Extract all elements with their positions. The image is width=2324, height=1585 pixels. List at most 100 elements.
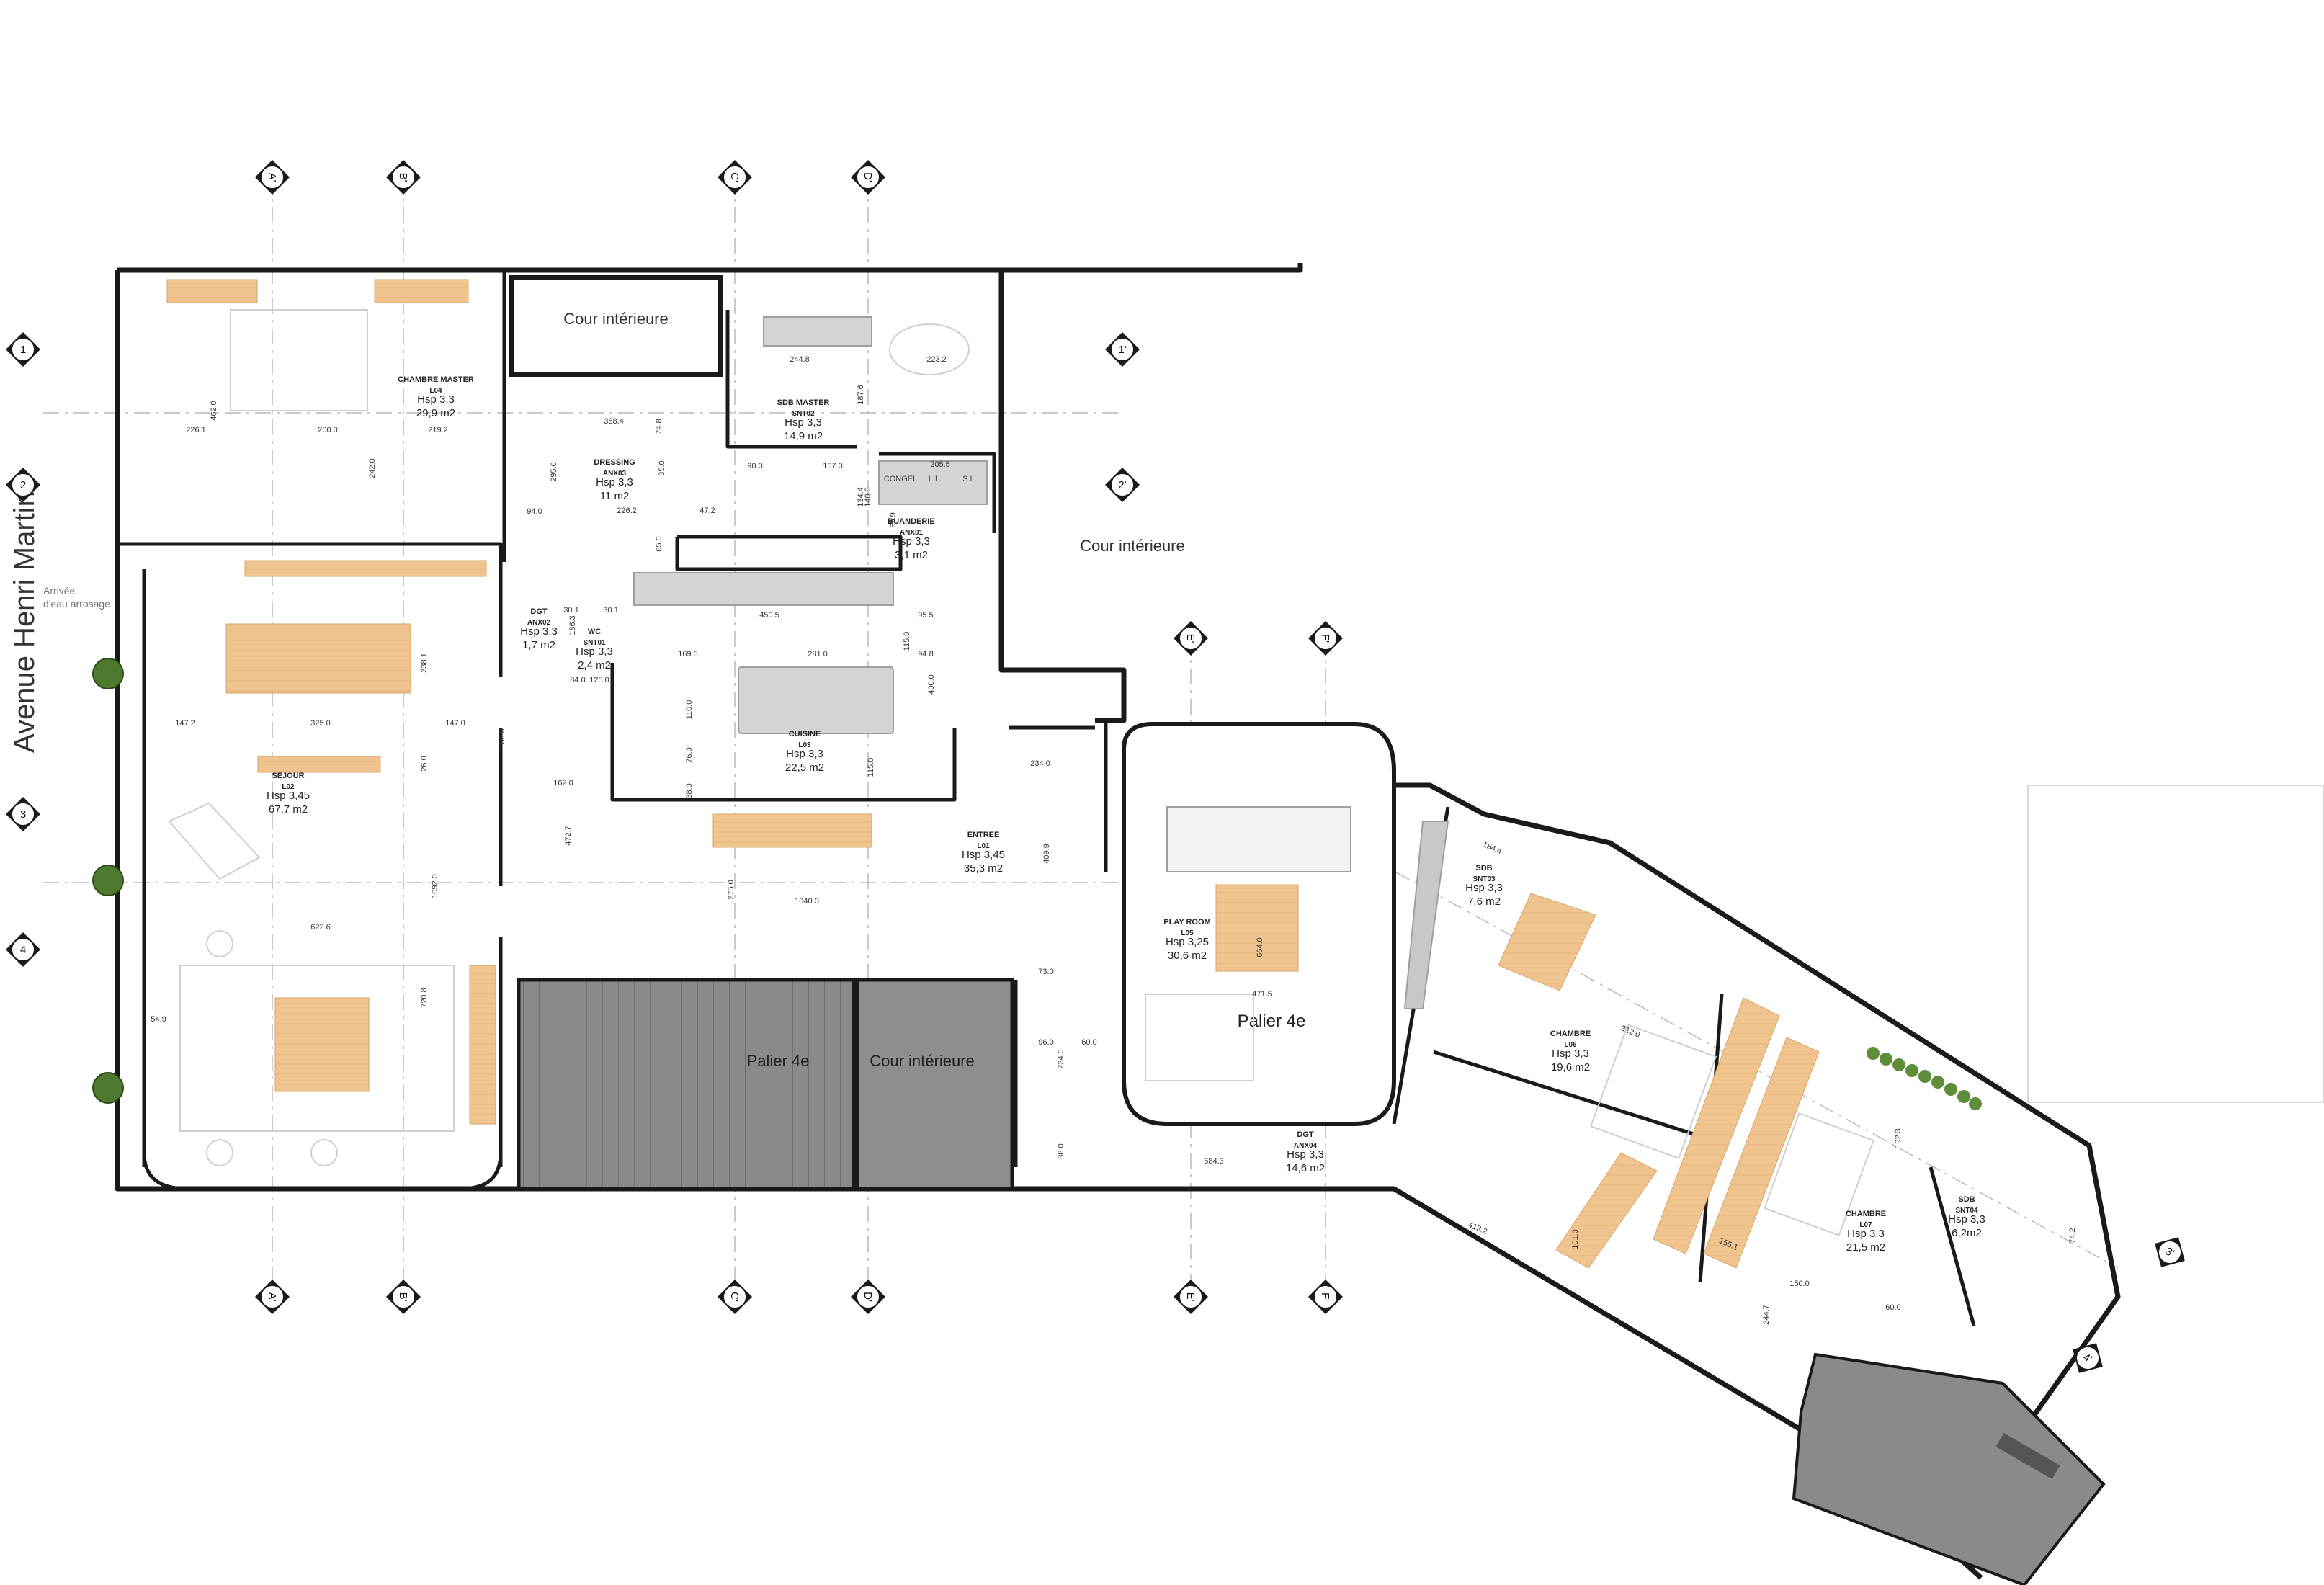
- dimension-label: 244.8: [790, 355, 810, 364]
- dimension-label: 74.8: [655, 419, 663, 434]
- room-name: CUISINE: [789, 730, 821, 738]
- axis-marker: D': [851, 160, 885, 195]
- dimension-label: 184.4: [1481, 840, 1503, 856]
- landing-center-label: Palier 4e: [1238, 1012, 1306, 1031]
- dimension-label: 74.2: [2068, 1228, 2077, 1243]
- neighbour-outline: [2027, 785, 2324, 1103]
- dimension-label: 35.0: [658, 460, 666, 476]
- dimension-label: 186.3: [568, 615, 577, 635]
- dimension-label: 157.0: [823, 462, 843, 470]
- axis-marker-label: 3: [20, 808, 26, 821]
- room-area: 22,5 m2: [785, 762, 824, 774]
- room-name: PLAY ROOM: [1163, 918, 1210, 927]
- room-height: Hsp 3,3: [893, 535, 930, 548]
- dimension-label: 30.1: [563, 606, 578, 615]
- room-code: SNT02: [792, 410, 815, 418]
- room-area: 11 m2: [600, 490, 630, 502]
- room-area: 19,6 m2: [1551, 1061, 1590, 1073]
- dimension-label: 400.0: [927, 674, 936, 695]
- axis-marker-label: 2': [1118, 479, 1126, 491]
- dimension-label: 234.0: [1057, 1049, 1065, 1069]
- axis-marker: 3': [2155, 1237, 2185, 1267]
- courtyard-top-label: Cour intérieure: [563, 310, 669, 328]
- axis-marker-label: B': [397, 1292, 409, 1302]
- axis-marker-label: 2: [20, 479, 26, 491]
- axis-marker-label: E': [1184, 634, 1197, 643]
- room-code: L03: [798, 741, 811, 749]
- room-name: DGT: [1297, 1130, 1314, 1139]
- dimension-label: 226.1: [186, 426, 206, 434]
- room-code: SNT04: [1955, 1207, 1978, 1215]
- fixture-sl: S.L.: [962, 475, 977, 483]
- dimension-label: 115.0: [867, 758, 875, 777]
- axis-marker: 4': [2073, 1343, 2103, 1373]
- dimension-label: 162.0: [553, 779, 573, 787]
- courtyard-bottom: [855, 978, 1014, 1191]
- axis-marker: C': [718, 1280, 752, 1314]
- room-height: Hsp 3,45: [962, 849, 1005, 861]
- dimension-label: 95.5: [918, 611, 933, 620]
- axis-marker: A': [255, 160, 290, 195]
- room-code: ANX04: [1294, 1142, 1318, 1150]
- dimension-label: 94.8: [918, 650, 933, 658]
- axis-marker-label: A': [266, 173, 278, 182]
- dimension-label: 30.1: [603, 606, 618, 615]
- room-height: Hsp 3,3: [785, 416, 822, 429]
- room-name: DRESSING: [594, 458, 635, 467]
- furniture-outlines: [168, 309, 1874, 1236]
- room-code: L07: [1859, 1221, 1872, 1229]
- room-name: ENTREE: [967, 831, 1000, 839]
- dimension-label: 472.7: [564, 826, 573, 846]
- dimension-label: 54.9: [151, 1015, 166, 1024]
- axis-marker-label: A': [266, 1292, 278, 1302]
- room-code: ANX01: [900, 529, 924, 537]
- dimension-label: 409.9: [1042, 844, 1051, 864]
- room-height: Hsp 3,3: [576, 646, 613, 658]
- dimension-label: 76.0: [685, 747, 694, 762]
- dimension-label: 720.8: [420, 988, 429, 1008]
- dimension-label: 450.5: [759, 611, 779, 620]
- room-code: L05: [1181, 929, 1194, 937]
- dimension-label: 96.0: [1038, 1038, 1053, 1047]
- dimension-label: 84.0: [570, 676, 585, 684]
- room-name: WC: [588, 628, 601, 636]
- axis-marker-label: D': [862, 172, 874, 182]
- room-height: Hsp 3,3: [1948, 1213, 1985, 1225]
- room-code: ANX02: [527, 619, 551, 627]
- room-area: 1,7 m2: [522, 639, 555, 651]
- staircase-east: [1792, 1352, 2106, 1585]
- dimension-label: 147.0: [445, 719, 465, 728]
- room-code: ANX03: [603, 470, 627, 478]
- axis-marker-label: C': [728, 172, 741, 182]
- dimension-label: 244.7: [1762, 1305, 1771, 1325]
- axis-marker-label: F': [1319, 1292, 1331, 1301]
- dimension-label: 622.6: [310, 923, 331, 932]
- dimension-label: 192.3: [1894, 1128, 1903, 1148]
- axis-marker: E': [1174, 1280, 1208, 1314]
- dimension-label: 88.0: [1057, 1143, 1065, 1158]
- axis-marker: 4: [6, 932, 40, 967]
- axis-marker: 3: [6, 797, 40, 831]
- room-code: SNT03: [1472, 875, 1496, 883]
- dimension-label: 147.2: [175, 719, 195, 728]
- room-name: SDB: [1475, 864, 1492, 872]
- room-area: 14,6 m2: [1286, 1162, 1325, 1174]
- dimension-label: 130.0: [498, 728, 506, 749]
- dimension-label: 471.5: [1252, 990, 1272, 999]
- room-area: 6,2m2: [1952, 1227, 1982, 1239]
- axis-marker-label: F': [1319, 634, 1331, 643]
- street-note-line2: d'eau arrosage: [43, 598, 110, 610]
- dimension-label: 223.2: [926, 355, 947, 364]
- room-height: Hsp 3,3: [1847, 1228, 1885, 1240]
